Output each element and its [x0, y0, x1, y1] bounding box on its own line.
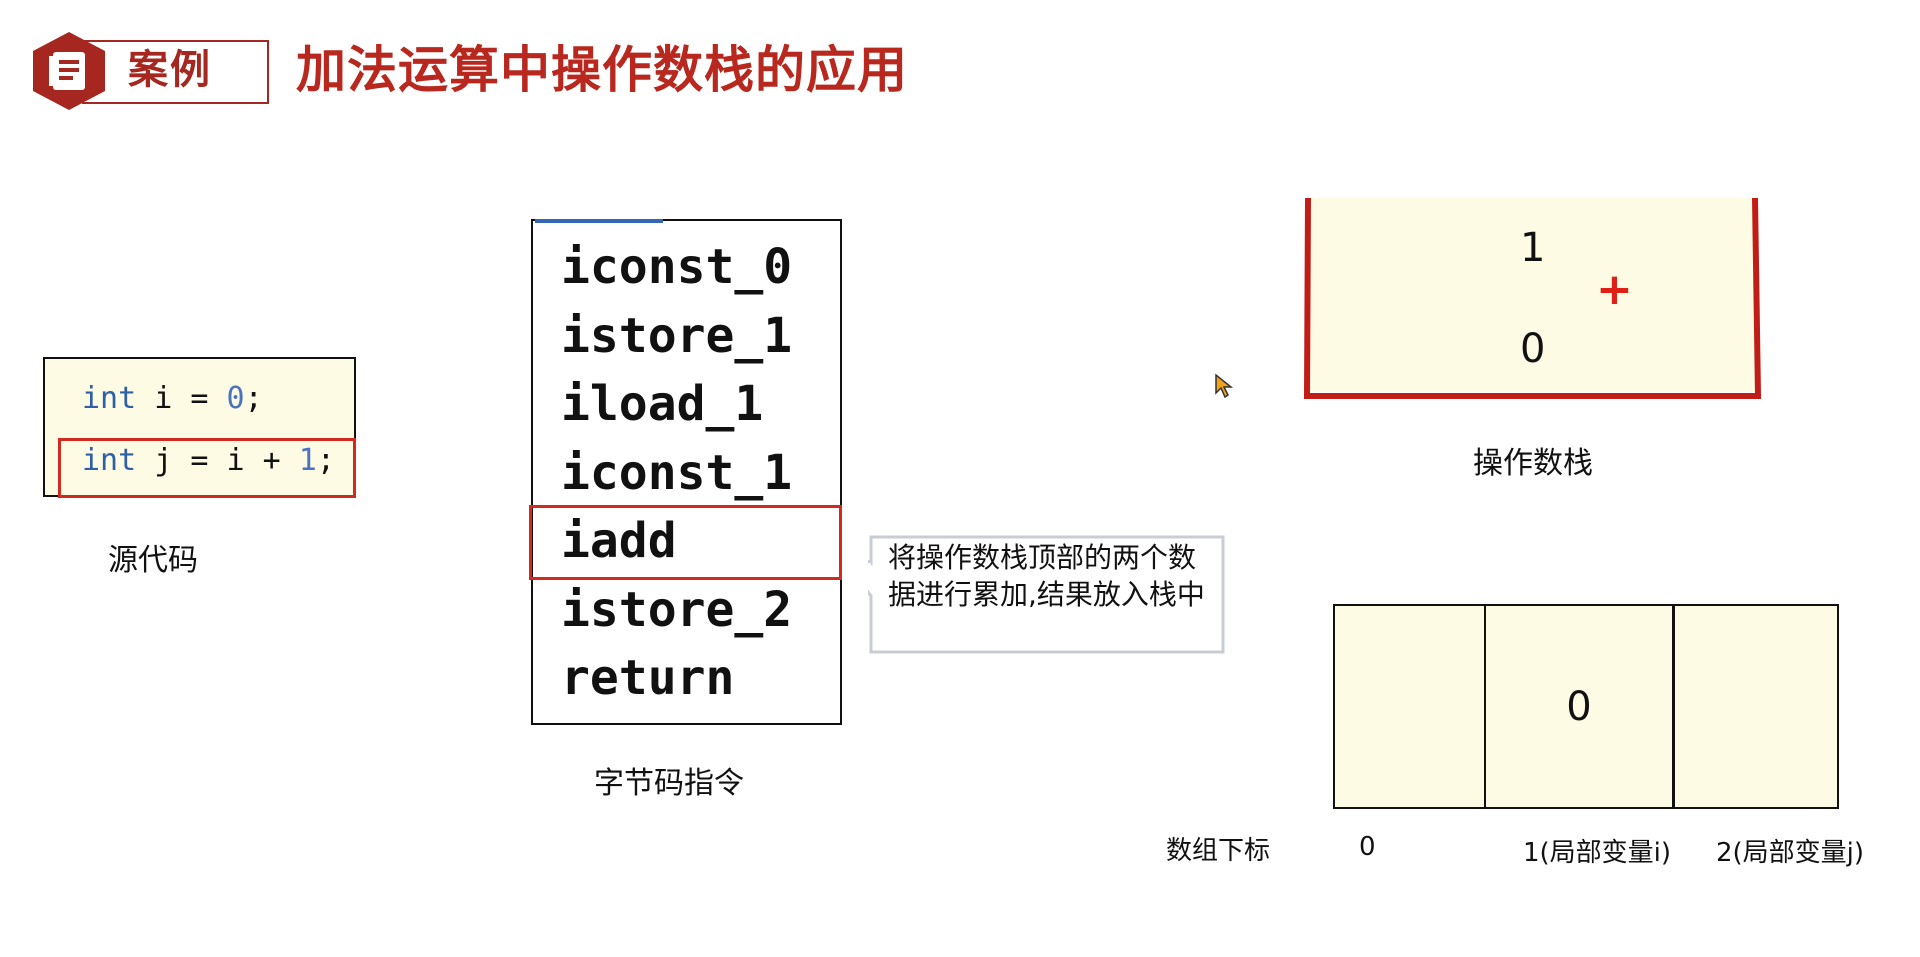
mouse-cursor-icon [1215, 373, 1234, 399]
code-text: i = [136, 381, 227, 416]
callout-text: 将操作数栈顶部的两个数据进行累加,结果放入栈中 [888, 541, 1205, 611]
code-text: ; [244, 381, 263, 416]
stack-value-bottom: 0 [1520, 326, 1546, 372]
index-label: 1(局部变量i) [1523, 838, 1672, 868]
source-code-box: int i = 0; int j = i + 1; [43, 357, 356, 498]
bytecode-instruction: return [561, 650, 735, 706]
local-variable-table: 0 [1333, 604, 1839, 809]
bytecode-instruction: iload_1 [561, 376, 764, 432]
stack-value-top: 1 [1520, 225, 1546, 271]
code-number: 1 [298, 443, 317, 478]
operand-stack-caption: 操作数栈 [1473, 446, 1593, 481]
bytecode-instruction: istore_1 [561, 308, 793, 364]
bytecode-caption: 字节码指令 [594, 766, 744, 801]
local-variable-slot [1675, 606, 1837, 807]
code-text: j = i + [136, 443, 299, 478]
local-variable-slot: 0 [1486, 606, 1675, 807]
bytecode-box: iconst_0 istore_1 iload_1 iconst_1 iadd … [531, 219, 842, 725]
document-icon [33, 32, 105, 110]
code-number: 0 [226, 381, 245, 416]
bytecode-instruction: istore_2 [561, 582, 793, 638]
page-title: 加法运算中操作数栈的应用 [296, 41, 908, 99]
code-keyword: int [82, 381, 137, 416]
code-keyword: int [82, 443, 137, 478]
bytecode-top-marker [535, 219, 663, 223]
badge-label: 案例 [128, 47, 212, 93]
index-label: 2(局部变量j) [1716, 838, 1865, 868]
source-code-caption: 源代码 [108, 543, 198, 578]
bytecode-instruction-highlighted: iadd [561, 513, 677, 569]
operand-stack-frame [1303, 197, 1762, 399]
code-line: int j = i + 1; [82, 443, 335, 479]
code-line: int i = 0; [82, 381, 263, 417]
badge-frame [82, 40, 269, 104]
index-label: 0 [1359, 832, 1376, 862]
callout-bubble [868, 535, 1225, 654]
bytecode-instruction: iconst_1 [561, 445, 793, 501]
index-caption: 数组下标 [1166, 836, 1271, 866]
operand-stack-body [1310, 198, 1756, 392]
plus-operator: + [1596, 264, 1633, 315]
instruction-highlight-frame [529, 505, 842, 580]
local-variable-slot [1335, 606, 1486, 807]
code-highlight-frame [58, 438, 356, 498]
header-badge: 案例 [30, 30, 269, 110]
bytecode-instruction: iconst_0 [561, 239, 793, 295]
code-text: ; [316, 443, 335, 478]
